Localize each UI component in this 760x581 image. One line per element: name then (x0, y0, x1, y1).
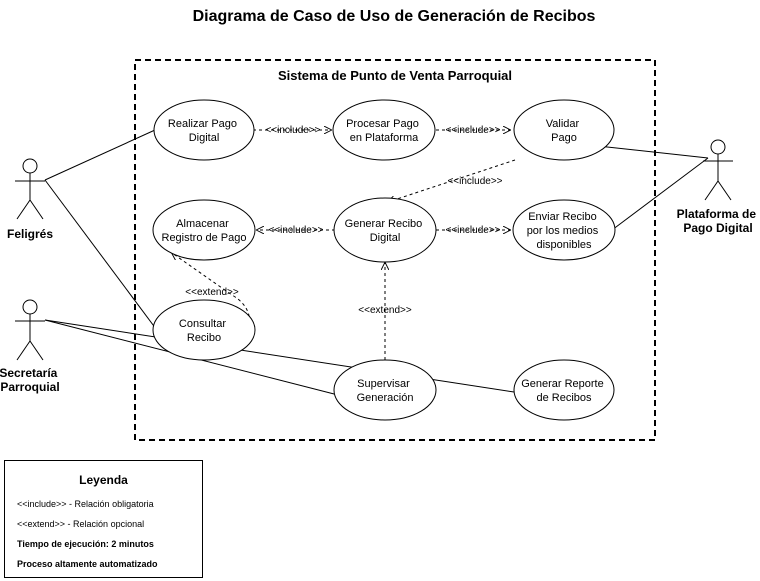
actor-secretaria-icon (15, 299, 45, 361)
assoc-feligres-consultar-recibo (44, 179, 169, 346)
system-title: Sistema de Punto de Venta Parroquial (278, 68, 512, 83)
assoc-secretaria-generar-reporte (44, 319, 515, 393)
assoc-enviar-plataforma (611, 157, 709, 231)
legend-include-desc: <<include>> - Relación obligatoria (17, 499, 154, 509)
legend-title: Leyenda (79, 473, 128, 487)
use-case-generar-recibo (333, 197, 437, 263)
use-case-almacenar-registro (152, 199, 256, 261)
label-include-5: <<include>> (445, 225, 500, 236)
label-extend-2: <<extend>> (358, 305, 412, 316)
uc-label-realizar-pago: Realizar Pago Digital (168, 118, 240, 144)
uc-label-procesar-pago: Procesar Pago en Plataforma (346, 118, 422, 144)
system-boundary (134, 59, 656, 441)
label-include-1: <<include>> (265, 125, 320, 136)
label-extend-1: <<extend>> (185, 287, 239, 298)
legend-extend-desc: <<extend>> - Relación opcional (17, 519, 145, 529)
legend-box: Leyenda <<include>> - Relación obligator… (4, 460, 203, 578)
uc-label-supervisar-generacion: Supervisar Generación (357, 378, 414, 404)
use-case-procesar-pago (332, 99, 436, 161)
use-case-consultar-recibo (152, 299, 256, 361)
include-generar-validar (388, 159, 516, 202)
actor-feligres-icon (15, 158, 45, 220)
label-include-4: <<include>> (268, 225, 323, 236)
use-case-realizar-pago (153, 99, 255, 161)
uc-label-almacenar-registro: Almacenar Registro de Pago (162, 218, 247, 244)
uc-label-generar-recibo: Generar Recibo Digital (345, 218, 426, 244)
actor-label-secretaria: Secretaría Parroquial (0, 366, 61, 394)
uc-label-enviar-recibo: Enviar Recibo por los medios disponibles (527, 211, 602, 251)
label-include-3: <<include>> (447, 176, 502, 187)
use-case-validar-pago (513, 99, 615, 161)
actor-plataforma-icon (703, 139, 733, 201)
uc-label-consultar-recibo: Consultar Recibo (179, 318, 229, 344)
label-include-2: <<include>> (445, 125, 500, 136)
actor-label-feligres: Feligrés (7, 227, 53, 241)
use-case-generar-reporte (513, 359, 615, 421)
actor-label-plataforma: Plataforma de Pago Digital (677, 207, 760, 235)
uc-label-generar-reporte: Generar Reporte de Recibos (521, 378, 607, 404)
diagram-title: Diagrama de Caso de Uso de Generación de… (193, 8, 596, 25)
use-case-supervisar-generacion (333, 359, 437, 421)
legend-automation: Proceso altamente automatizado (17, 559, 158, 569)
assoc-feligres-realizar-pago (44, 129, 156, 181)
uc-label-validar-pago: Validar Pago (546, 118, 583, 144)
legend-time: Tiempo de ejecución: 2 minutos (17, 539, 154, 549)
use-case-enviar-recibo (512, 199, 616, 261)
